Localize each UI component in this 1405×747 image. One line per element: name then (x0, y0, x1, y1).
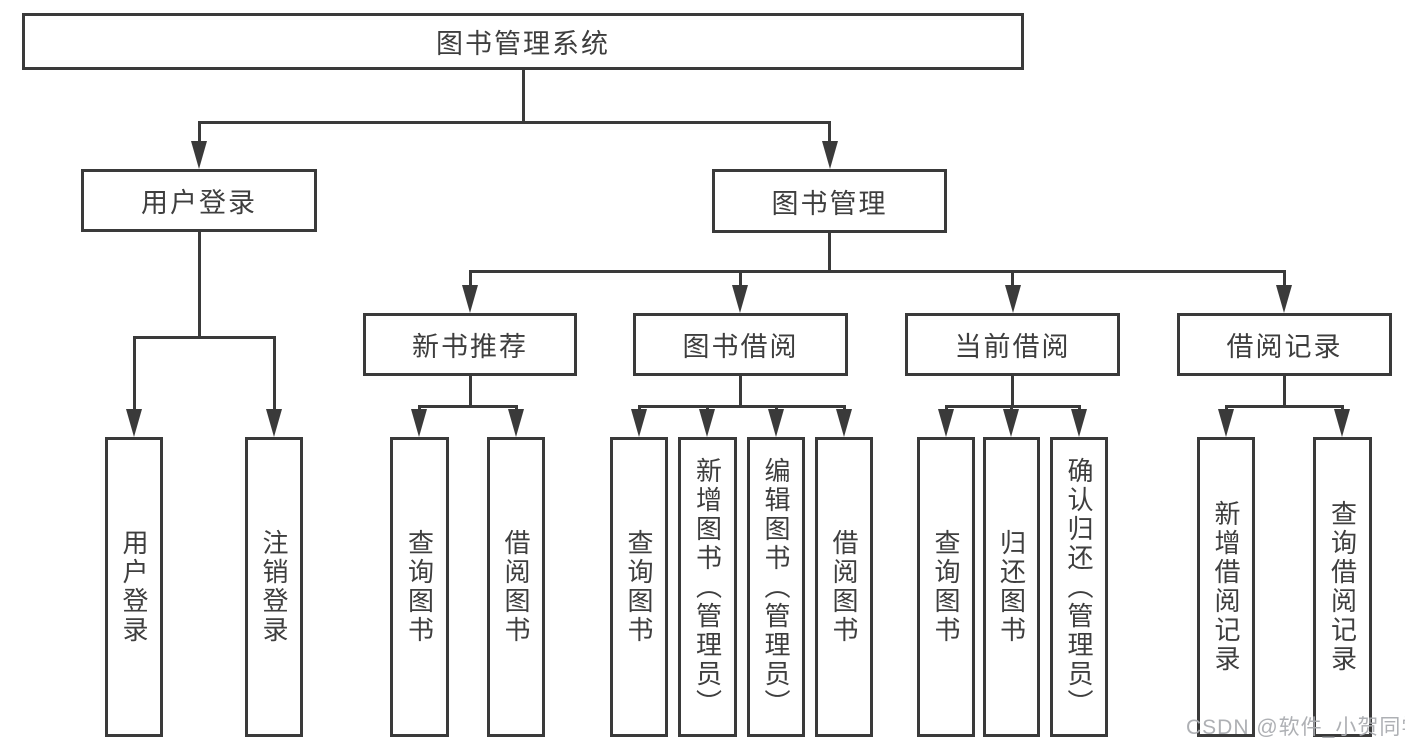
arrowhead-down-icon (699, 409, 715, 437)
connector-vline (1011, 374, 1014, 407)
arrowhead-down-icon (1005, 285, 1021, 313)
leaf-add-books-admin: 新增图书（管理员） (678, 437, 737, 737)
node-new-book-recommend: 新书推荐 (363, 313, 577, 376)
connector-vline (469, 270, 472, 288)
watermark: CSDN @软件_小贺同学 (1186, 716, 1405, 739)
arrowhead-down-icon (411, 409, 427, 437)
connector-vline (273, 336, 276, 412)
node-book-management: 图书管理 (712, 169, 947, 233)
leaf-borrow-books: 借阅图书 (815, 437, 873, 737)
arrowhead-down-icon (631, 409, 647, 437)
connector-vline (522, 67, 525, 123)
leaf-confirm-return-admin: 确认归还（管理员） (1050, 437, 1108, 737)
node-root: 图书管理系统 (22, 13, 1024, 70)
connector-vline (1011, 270, 1014, 288)
connector-hline (945, 405, 1081, 408)
arrowhead-down-icon (508, 409, 524, 437)
leaf-query-books-borrow: 查询图书 (610, 437, 668, 737)
arrowhead-down-icon (732, 285, 748, 313)
leaf-edit-books-admin: 编辑图书（管理员） (747, 437, 805, 737)
connector-vline (739, 374, 742, 407)
connector-hline (418, 405, 518, 408)
arrowhead-down-icon (462, 285, 478, 313)
connector-vline (469, 374, 472, 407)
arrowhead-down-icon (1218, 409, 1234, 437)
leaf-add-borrow-record: 新增借阅记录 (1197, 437, 1255, 737)
leaf-query-books-current: 查询图书 (917, 437, 975, 737)
connector-vline (198, 230, 201, 338)
leaf-query-books-recommend: 查询图书 (390, 437, 449, 737)
arrowhead-down-icon (836, 409, 852, 437)
arrowhead-down-icon (938, 409, 954, 437)
connector-hline (198, 121, 831, 124)
connector-hline (469, 270, 1286, 273)
connector-vline (1283, 270, 1286, 288)
arrowhead-down-icon (191, 141, 207, 169)
leaf-logout: 注销登录 (245, 437, 303, 737)
leaf-borrow-books-recommend: 借阅图书 (487, 437, 545, 737)
leaf-return-books: 归还图书 (983, 437, 1040, 737)
leaf-query-borrow-record: 查询借阅记录 (1313, 437, 1372, 737)
connector-hline (638, 405, 846, 408)
arrowhead-down-icon (768, 409, 784, 437)
arrowhead-down-icon (126, 409, 142, 437)
connector-vline (133, 336, 136, 412)
arrowhead-down-icon (1071, 409, 1087, 437)
arrowhead-down-icon (1276, 285, 1292, 313)
arrowhead-down-icon (266, 409, 282, 437)
node-current-borrow: 当前借阅 (905, 313, 1120, 376)
connector-vline (1283, 374, 1286, 407)
connector-vline (828, 230, 831, 273)
connector-vline (739, 270, 742, 288)
connector-hline (133, 336, 276, 339)
node-user-login: 用户登录 (81, 169, 317, 232)
connector-vline (198, 121, 201, 145)
connector-vline (828, 121, 831, 145)
arrowhead-down-icon (1003, 409, 1019, 437)
node-borrow-records: 借阅记录 (1177, 313, 1392, 376)
arrowhead-down-icon (822, 141, 838, 169)
arrowhead-down-icon (1334, 409, 1350, 437)
connector-hline (1225, 405, 1344, 408)
leaf-user-login: 用户登录 (105, 437, 163, 737)
node-book-borrow: 图书借阅 (633, 313, 848, 376)
